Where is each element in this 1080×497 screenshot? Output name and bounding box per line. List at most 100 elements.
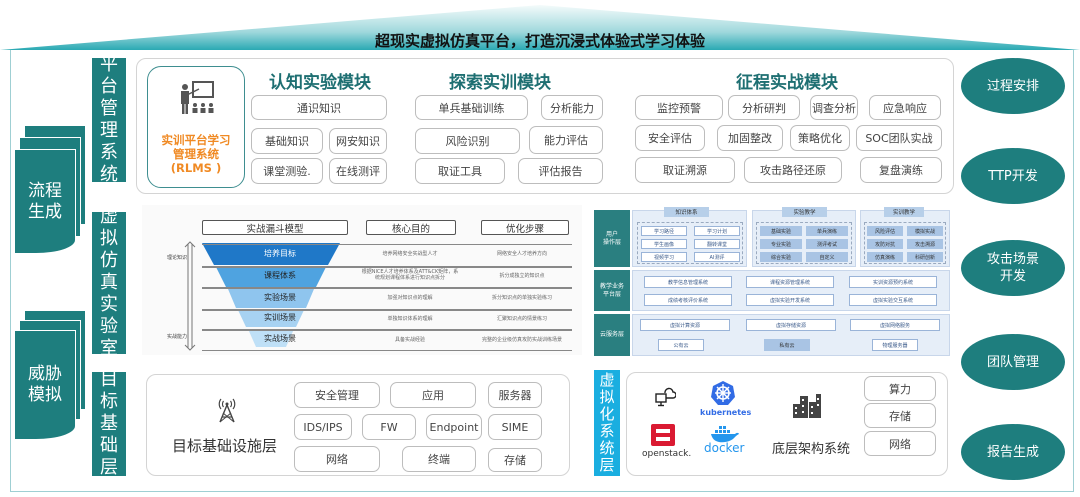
funnel-divider <box>202 309 572 311</box>
arch-item[interactable]: 学生画像 <box>641 239 687 249</box>
module-item[interactable]: 取证溯源 <box>635 157 735 183</box>
arch-item[interactable]: 物理服务器 <box>872 339 918 351</box>
openstack-logo-icon <box>651 424 675 446</box>
funnel-diagram: 实战漏斗模型 核心目的 优化步骤 理论知识 实战能力 培养目标 课程体系 实验场… <box>142 205 582 355</box>
module-item[interactable]: SOC团队实战 <box>856 125 942 151</box>
infra-item[interactable]: 终端 <box>402 446 476 472</box>
funnel-step: 拆分成独立的知识点 <box>499 273 545 279</box>
infra-item[interactable]: 网络 <box>294 446 380 472</box>
module-item[interactable]: 基础知识 <box>251 128 323 154</box>
funnel-axis-arrow <box>184 241 196 351</box>
arch-item[interactable]: 专业实验 <box>760 239 802 249</box>
infra-item[interactable]: 应用 <box>390 382 476 408</box>
funnel-purpose: 培养网络安全实战型人才 <box>382 251 438 257</box>
arch-item[interactable]: 翻转课堂 <box>694 239 740 249</box>
feature-process-arrangement[interactable]: 过程安排 <box>961 58 1065 114</box>
feature-report-generation[interactable]: 报告生成 <box>961 424 1065 480</box>
module-item[interactable]: 通识知识 <box>251 95 387 120</box>
arch-item[interactable]: 仿真演练 <box>867 252 903 262</box>
module-item[interactable]: 分析能力 <box>541 95 603 120</box>
module-item[interactable]: 评估报告 <box>518 158 603 184</box>
module-item[interactable]: 网安知识 <box>329 128 387 154</box>
arch-item[interactable]: 视频学习 <box>641 252 687 262</box>
arch-item[interactable]: 实训资源预约系统 <box>849 276 937 288</box>
infra-item[interactable]: 服务器 <box>488 382 542 408</box>
arch-item[interactable]: 成绩考核评价系统 <box>644 294 732 306</box>
signal-tower-icon <box>218 398 236 423</box>
arch-item[interactable]: 科研创新 <box>907 252 943 262</box>
layer-label-virtualization: 虚拟化系统层 <box>594 370 620 476</box>
infra-item[interactable]: FW <box>362 414 416 440</box>
module-item[interactable]: 安全评估 <box>635 125 705 151</box>
docker-logo-icon <box>711 426 739 443</box>
funnel-purpose: 具备实战经验 <box>394 337 425 343</box>
module-item[interactable]: 在线测评 <box>329 158 387 184</box>
funnel-level-name: 实验场景 <box>264 293 296 302</box>
arch-item[interactable]: 测评考试 <box>806 239 848 249</box>
module-item[interactable]: 策略优化 <box>790 125 850 151</box>
module-item[interactable]: 加固整改 <box>717 125 783 151</box>
arch-item[interactable]: 虚拟实验交互系统 <box>849 294 937 306</box>
resource-item[interactable]: 存储 <box>864 403 936 428</box>
arch-item[interactable]: 攻击溯源 <box>907 239 943 249</box>
doc-front-process: 流程生成 <box>14 149 76 254</box>
funnel-level-name: 课程体系 <box>264 271 296 280</box>
funnel-purpose: 加强对知识点的理解 <box>387 295 433 301</box>
arch-item[interactable]: 教学信息管理系统 <box>644 276 732 288</box>
feature-attack-scenario-development[interactable]: 攻击场景开发 <box>961 240 1065 296</box>
axis-top-label: 理论知识 <box>167 255 188 261</box>
module-item[interactable]: 课堂测验. <box>251 158 323 184</box>
arch-item[interactable]: 单兵演练 <box>806 226 848 236</box>
rlms-card[interactable]: 实训平台学习 管理系统 (RLMS ) <box>147 66 245 188</box>
module-item[interactable]: 风险识别 <box>415 128 520 154</box>
funnel-level-2 <box>216 267 326 287</box>
arch-item[interactable]: 私有云 <box>764 339 810 351</box>
rlms-title: 实训平台学习 管理系统 (RLMS ) <box>161 133 231 175</box>
arch-item[interactable]: 模拟实战 <box>907 226 943 236</box>
module-item[interactable]: 复盘演练 <box>860 157 942 183</box>
module-item[interactable]: 取证工具 <box>415 158 505 184</box>
funnel-divider <box>202 350 572 351</box>
arch-item[interactable]: 风险评估 <box>867 226 903 236</box>
arch-item[interactable]: 公有云 <box>658 339 704 351</box>
infra-item[interactable]: 存储 <box>488 448 542 472</box>
funnel-level-name: 实训场景 <box>264 313 296 322</box>
arch-item[interactable]: 虚拟计算资源 <box>640 319 730 331</box>
module-item[interactable]: 应急响应 <box>869 95 941 120</box>
resource-item[interactable]: 算力 <box>864 376 936 401</box>
arch-item[interactable]: 虚拟网络服务 <box>850 319 940 331</box>
module-item[interactable]: 监控预警 <box>635 95 723 120</box>
module-title-cognitive: 认知实验模块 <box>269 73 371 93</box>
arch-item[interactable]: 课程资源管理系统 <box>746 276 834 288</box>
feature-team-management[interactable]: 团队管理 <box>961 334 1065 390</box>
arch-item[interactable]: 学习路径 <box>641 226 687 236</box>
feature-ttp-development[interactable]: TTP开发 <box>961 148 1065 204</box>
funnel-step: 拆分知识点的单独实验练习 <box>491 295 552 301</box>
module-item[interactable]: 能力评估 <box>529 126 603 154</box>
funnel-header-model: 实战漏斗模型 <box>202 220 348 235</box>
arch-item[interactable]: 虚拟存储资源 <box>746 319 836 331</box>
resource-item[interactable]: 网络 <box>864 431 936 456</box>
arch-item[interactable]: AI测评 <box>694 252 740 262</box>
infra-item[interactable]: IDS/IPS <box>294 414 352 440</box>
arch-item[interactable]: 自定义 <box>806 252 848 262</box>
arch-item[interactable]: 综合实验 <box>760 252 802 262</box>
funnel-level-name: 实战场景 <box>264 334 296 343</box>
outer-frame <box>10 50 1074 492</box>
module-item[interactable]: 攻击路径还原 <box>744 157 842 183</box>
target-infra-title: 目标基础设施层 <box>172 437 278 455</box>
infra-item[interactable]: SIME <box>488 414 542 440</box>
module-item[interactable]: 分析研判 <box>728 95 800 120</box>
arch-item[interactable]: 学习计划 <box>694 226 740 236</box>
doc-front-threat: 威胁模拟 <box>14 330 76 440</box>
module-item[interactable]: 调查分析 <box>810 95 858 120</box>
arch-item[interactable]: 虚拟实验开发系统 <box>746 294 834 306</box>
arch-item[interactable]: 攻防对抗 <box>867 239 903 249</box>
arch-row-label: 教学业务平台层 <box>594 270 630 311</box>
infra-item[interactable]: 安全管理 <box>294 382 380 408</box>
arch-item[interactable]: 基础实验 <box>760 226 802 236</box>
kubernetes-label: kubernetes <box>700 408 752 417</box>
infra-item[interactable]: Endpoint <box>426 414 482 440</box>
module-item[interactable]: 单兵基础训练 <box>415 95 528 120</box>
cloud-computer-icon <box>655 387 676 407</box>
